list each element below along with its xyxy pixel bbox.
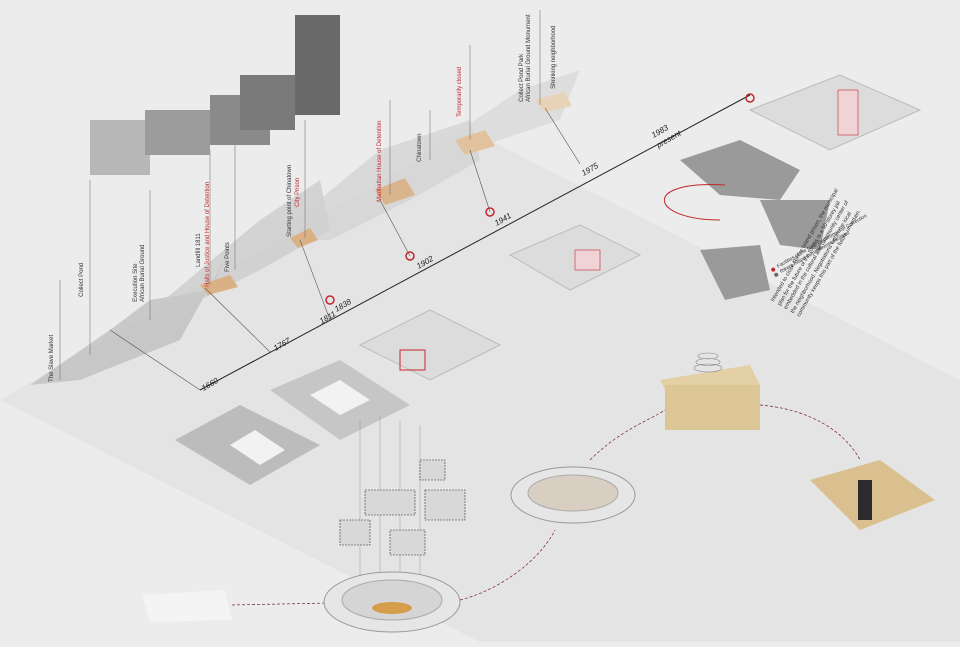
label-chinatown-start: Starting point of Chinatown [287,164,294,237]
timeline-branch-6 [544,107,581,165]
district-1902 [375,178,415,205]
highlight-tombs [399,349,426,371]
label-collect-pond: Collect Pond [79,262,86,297]
world-map [664,140,830,300]
legend-dot-grey [773,271,779,278]
label-slave-market: The Slave Market [49,334,56,382]
label-african-burial: African Burial Ground [140,244,147,302]
marker-1902 [405,251,415,261]
terrain-island-2 [310,380,370,415]
label-landfill: Landfill 1811 [196,233,203,267]
engraving-building [240,75,295,130]
timeline-branch-3 [299,239,331,321]
island-stage-1 [30,250,230,385]
label-temp-closed: Temporarily closed [457,66,464,117]
district-1941 [455,130,495,155]
marker-1941 [485,207,495,217]
engraving-collect-pond [90,120,150,175]
blank-paper-sheet [142,590,232,622]
timeline-branch-2 [204,287,271,353]
bound-book [810,460,935,530]
spiral-icon [693,352,723,373]
photo-frames [339,459,466,556]
marker-present [745,93,755,103]
terrain-island-1 [230,430,285,465]
label-burial-monument: African Burial Ground Monument [526,14,533,102]
city-model-present [748,74,922,151]
leader-lines [59,10,541,380]
city-model-1838 [358,309,502,381]
label-execution-site: Execution Site [133,263,140,302]
label-shrinking: Shrinking neighborhood [551,25,558,89]
timeline-axis [199,94,751,391]
timeline-branch-5 [469,149,491,213]
label-chinatown: Chinatown [417,133,424,162]
glass-dish-2-inner [527,474,619,512]
engraving-execution [145,110,210,155]
label-city-prison: City Prison [295,177,302,207]
timeline-branch-1 [109,329,201,391]
island-stage-3 [270,120,480,240]
paper-stack [660,365,760,430]
glass-dish-1-inner [341,579,443,621]
engraving-tower [295,15,340,115]
highlight-building [574,249,601,271]
label-five-points: Five Points [225,242,232,272]
marker-1838 [325,295,335,305]
present-jail-tower [837,89,859,136]
dish-1-amber [372,602,412,614]
district-1983 [535,92,572,112]
label-collect-park: Collect Pond Park [519,53,526,102]
timeline-branch-4 [379,199,411,257]
district-1811 [200,275,238,295]
process-arrows [231,404,861,606]
district-1838 [290,228,318,248]
island-stage-4 [400,70,580,170]
timeline-markers [325,93,755,305]
label-halls-justice: Halls of Justice and House of Detention [205,181,212,287]
label-manhattan-detention: Manhattan House of Detention [377,120,384,202]
